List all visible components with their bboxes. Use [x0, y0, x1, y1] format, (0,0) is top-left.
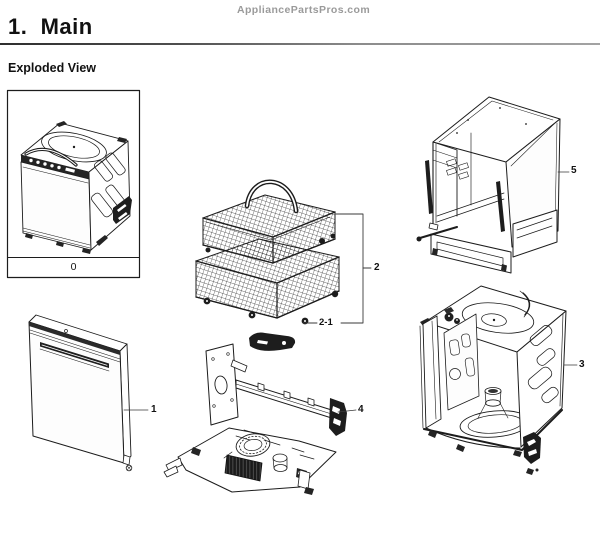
- part-0-drawing: [6, 89, 141, 279]
- part-3-drawing: [419, 285, 578, 475]
- callout-label-1: 1: [151, 404, 157, 415]
- callout-label-0: 0: [70, 261, 77, 273]
- watermark: AppliancePartsPros.com: [237, 4, 371, 16]
- callout-label-2-1: 2-1: [319, 317, 333, 328]
- section-subtitle: Exploded View: [8, 61, 96, 75]
- callout-label-5: 5: [571, 165, 577, 176]
- part-1-drawing: [28, 314, 149, 472]
- part-2-drawing: [195, 179, 372, 351]
- callout-label-3: 3: [579, 359, 585, 370]
- page-title: 1. Main: [8, 14, 93, 39]
- part-4-drawing: [163, 343, 357, 495]
- callout-label-4: 4: [358, 404, 364, 415]
- part-5-drawing: [416, 96, 570, 274]
- title-underline: [0, 43, 600, 45]
- callout-label-2: 2: [374, 262, 380, 273]
